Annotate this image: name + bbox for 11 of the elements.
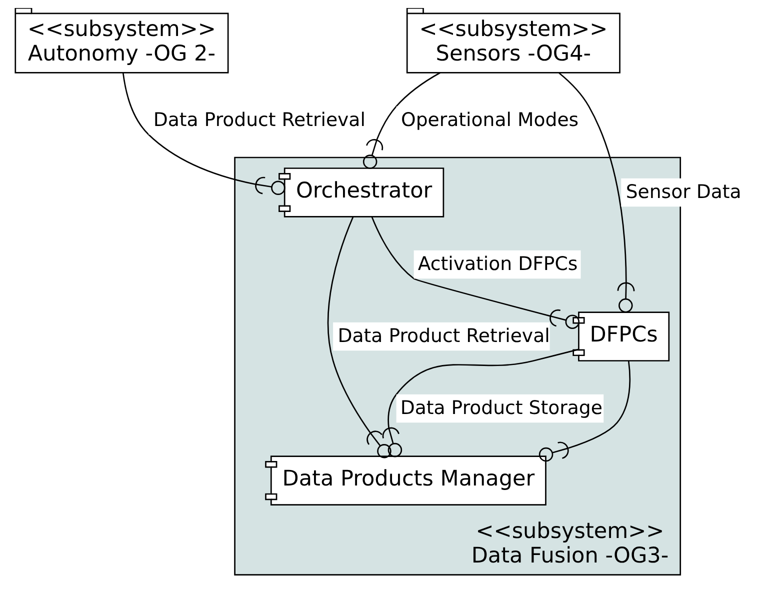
connector xyxy=(122,72,286,195)
edge-label: Operational Modes xyxy=(401,110,579,132)
connector xyxy=(538,360,631,462)
edge-label: Data Product Retrieval xyxy=(338,326,550,348)
edge-label: Activation DFPCs xyxy=(418,254,578,276)
connector xyxy=(382,348,579,458)
edge-label: Data Product Storage xyxy=(400,398,602,420)
edge-label: Data Product Retrieval xyxy=(153,110,366,132)
connector xyxy=(362,72,440,169)
connector xyxy=(327,216,392,458)
connector xyxy=(558,72,635,313)
